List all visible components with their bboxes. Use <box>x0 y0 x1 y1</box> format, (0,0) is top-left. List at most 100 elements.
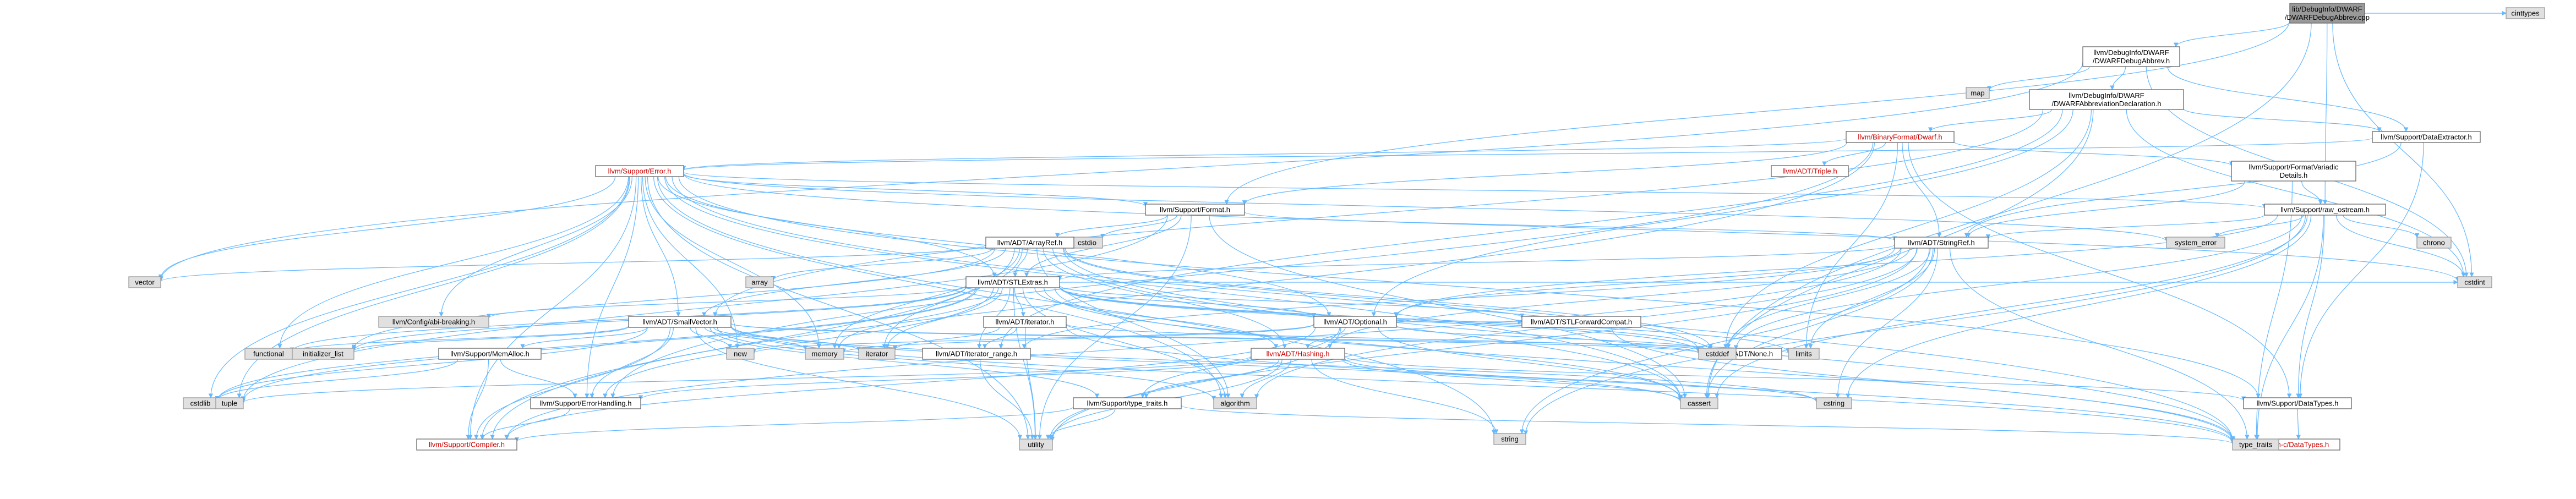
node-iteratorh[interactable]: llvm/ADT/iterator.h <box>983 316 1067 328</box>
node-label: tuple <box>222 399 237 408</box>
edge-dwarf-to-error <box>681 138 1847 171</box>
node-dwarfdebugabbrev[interactable]: llvm/DebugInfo/DWARF/DWARFDebugAbbrev.h <box>2082 46 2180 67</box>
edge-hashing-to-typetraitsllvm <box>1144 359 1280 398</box>
node-triple[interactable]: llvm/ADT/Triple.h <box>1771 165 1849 177</box>
node-label: system_error <box>2175 239 2217 247</box>
edge-smallvector-to-newh <box>690 327 733 349</box>
node-error[interactable]: llvm/Support/Error.h <box>595 165 684 177</box>
node-arrayref[interactable]: llvm/ADT/ArrayRef.h <box>985 237 1074 249</box>
edge-smallvector-to-utility <box>695 327 1023 440</box>
node-dataextractor[interactable]: llvm/Support/DataExtractor.h <box>2372 131 2481 143</box>
edge-typetraitsllvm-to-compiler <box>515 406 1074 442</box>
node-label: llvm/Support/Compiler.h <box>429 441 505 449</box>
edge-error-to-configabi <box>439 176 632 317</box>
node-box <box>128 276 161 288</box>
edge-smallvector-to-errorhandling <box>590 327 674 398</box>
edge-iteratorh-to-cstddef <box>1066 323 1701 354</box>
node-stlforward[interactable]: llvm/ADT/STLForwardCompat.h <box>1521 316 1641 328</box>
edge-hashing-to-tuple <box>241 355 1252 403</box>
node-cinttypes: cinttypes <box>2506 7 2545 19</box>
edge-dwarfdebugabbrev-to-map <box>1986 66 2090 91</box>
node-label: new <box>734 350 747 358</box>
edge-typetraitsllvm-to-typetraits <box>1181 405 2235 445</box>
node-label: llvm-c/DataTypes.h <box>2268 441 2329 449</box>
edge-stringref-to-typetraits <box>1949 248 2250 440</box>
node-label: cstdlib <box>190 399 211 408</box>
node-dwarf[interactable]: llvm/BinaryFormat/Dwarf.h <box>1846 131 1955 143</box>
node-label: llvm/DebugInfo/DWARF <box>2069 91 2144 100</box>
node-box <box>1145 204 1245 216</box>
edge-optional-to-newh <box>752 323 1314 354</box>
node-label: llvm/Support/MemAlloc.h <box>450 350 530 358</box>
node-box <box>595 165 684 177</box>
node-label: cstdint <box>2464 278 2485 287</box>
node-rawostream[interactable]: llvm/Support/raw_ostream.h <box>2264 204 2386 216</box>
node-box <box>438 348 542 360</box>
node-hashing[interactable]: llvm/ADT/Hashing.h <box>1251 348 1345 360</box>
edge-smallvector-to-algorithm <box>717 327 1216 401</box>
node-label: type_traits <box>2239 441 2272 449</box>
edge-dwarf-to-compiler <box>490 142 1875 440</box>
edge-error-to-errorhandling <box>585 176 639 398</box>
node-box <box>983 316 1067 328</box>
node-tuple: tuple <box>215 397 244 409</box>
edge-stringref-to-cstring <box>1835 248 1938 398</box>
edge-arrayref-to-vector <box>159 244 986 282</box>
edge-dwarf-to-formatvariadic <box>1953 141 2234 167</box>
node-cstdlib: cstdlib <box>183 397 218 409</box>
edge-error-to-datatypes <box>678 176 2261 398</box>
node-format[interactable]: llvm/Support/Format.h <box>1145 204 1245 216</box>
edge-smallvector-to-compiler <box>474 327 671 440</box>
edge-format-to-utility <box>1037 215 1192 440</box>
edge-smallvector-to-memory <box>704 327 808 350</box>
node-box <box>1313 316 1397 328</box>
node-datatypes[interactable]: llvm/Support/DataTypes.h <box>2243 397 2352 409</box>
edge-stlextras-to-hashing <box>1034 287 1279 349</box>
node-cstddef: cstddef <box>1698 348 1737 360</box>
edge-smallvector-to-limits <box>730 323 1791 354</box>
edge-optional-to-noneh <box>1396 325 1713 352</box>
edge-datatypes-to-cdatatypes <box>2296 408 2301 440</box>
node-initlist: initializer_list <box>292 348 354 360</box>
edge-error-to-systemerror <box>683 173 2169 242</box>
node-optional[interactable]: llvm/ADT/Optional.h <box>1313 316 1397 328</box>
node-typetraitsllvm[interactable]: llvm/Support/type_traits.h <box>1073 397 1182 409</box>
edge-error-to-smallvector <box>641 176 681 317</box>
node-box <box>1521 316 1641 328</box>
node-errorhandling[interactable]: llvm/Support/ErrorHandling.h <box>530 397 641 409</box>
node-memalloc[interactable]: llvm/Support/MemAlloc.h <box>438 348 542 360</box>
edge-dwarf-to-triple <box>1822 142 1886 166</box>
edge-abbrevdecl-to-smallvector <box>713 109 2044 317</box>
edge-smallvector-to-iterator <box>713 327 861 352</box>
edge-dwarf-to-limits <box>1804 142 1898 349</box>
node-functional: functional <box>244 348 293 360</box>
edge-rawostream-to-cstdint <box>2336 215 2466 277</box>
node-array: array <box>745 276 774 288</box>
node-string: string <box>1493 433 1526 445</box>
node-abbrevdecl[interactable]: llvm/DebugInfo/DWARF/DWARFAbbreviationDe… <box>2029 89 2184 110</box>
node-label: cstdio <box>1078 239 1096 247</box>
node-smallvector[interactable]: llvm/ADT/SmallVector.h <box>628 316 732 328</box>
edge-dwarfdebugabbrev-to-dataextractor <box>2167 66 2409 132</box>
node-box <box>1788 348 1820 360</box>
edge-formatvariadic-to-stringref <box>1966 180 2245 238</box>
node-compiler[interactable]: llvm/Support/Compiler.h <box>416 438 517 451</box>
node-box <box>1966 87 1990 99</box>
node-iterrange[interactable]: llvm/ADT/iterator_range.h <box>922 348 1031 360</box>
node-stlextras[interactable]: llvm/ADT/STLExtras.h <box>965 276 1060 288</box>
edge-rawostream-to-cstring <box>1846 215 2312 398</box>
node-label: initializer_list <box>303 350 343 358</box>
edge-error-to-string <box>657 176 1497 435</box>
node-box <box>2232 438 2279 451</box>
edge-optional-to-typetraitsllvm <box>1140 327 1340 398</box>
node-label: llvm/ADT/Triple.h <box>1782 167 1837 176</box>
node-label: llvm/ADT/Optional.h <box>1323 318 1387 326</box>
node-root[interactable]: lib/DebugInfo/DWARF/DWARFDebugAbbrev.cpp <box>2285 3 2370 24</box>
node-box <box>965 276 1060 288</box>
edge-stlextras-to-iterator <box>885 287 1003 349</box>
edge-formatvariadic-to-typetraits <box>2254 180 2293 440</box>
edge-stlextras-to-iteratorh <box>1014 287 1026 317</box>
node-stringref[interactable]: llvm/ADT/StringRef.h <box>1894 237 1989 249</box>
edge-smallvector-to-cstring <box>730 325 1819 403</box>
